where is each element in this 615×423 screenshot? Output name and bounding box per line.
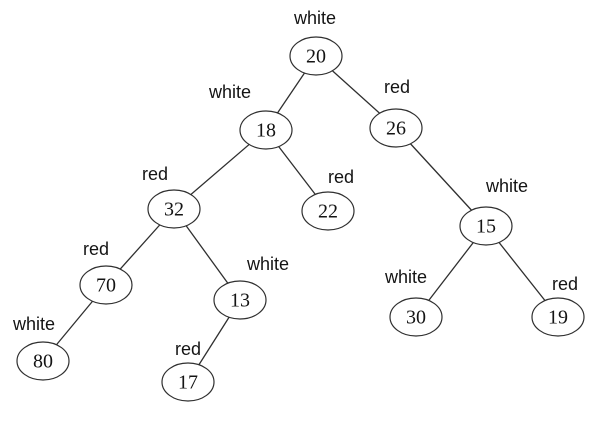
node-color-label-26: red xyxy=(384,77,410,97)
node-ellipse-22 xyxy=(301,191,355,231)
node-value-13: 13 xyxy=(230,290,250,312)
node-value-22: 22 xyxy=(318,201,338,223)
node-ellipse-19 xyxy=(531,297,585,337)
node-ellipse-20 xyxy=(289,36,343,76)
node-value-20: 20 xyxy=(306,46,326,68)
node-color-label-13: white xyxy=(246,254,289,274)
node-value-19: 19 xyxy=(548,307,568,329)
node-color-label-19: red xyxy=(552,274,578,294)
node-color-label-70: red xyxy=(83,239,109,259)
node-ellipse-18 xyxy=(239,110,293,150)
node-color-label-22: red xyxy=(328,167,354,187)
node-value-70: 70 xyxy=(96,275,116,297)
node-ellipse-26 xyxy=(369,108,423,148)
node-ellipse-70 xyxy=(79,265,133,305)
node-ellipse-13 xyxy=(213,280,267,320)
node-ellipse-80 xyxy=(16,341,70,381)
node-value-17: 17 xyxy=(178,372,198,394)
node-ellipse-17 xyxy=(161,362,215,402)
node-color-label-30: white xyxy=(384,267,427,287)
node-value-18: 18 xyxy=(256,120,276,142)
node-ellipse-15 xyxy=(459,206,513,246)
node-color-label-80: white xyxy=(12,314,55,334)
node-value-80: 80 xyxy=(33,351,53,373)
node-color-label-15: white xyxy=(485,176,528,196)
node-ellipse-32 xyxy=(147,189,201,229)
node-ellipse-30 xyxy=(389,297,443,337)
node-color-label-18: white xyxy=(208,82,251,102)
node-value-15: 15 xyxy=(476,216,496,238)
node-color-label-20: white xyxy=(293,8,336,28)
node-value-30: 30 xyxy=(406,307,426,329)
node-value-32: 32 xyxy=(164,199,184,221)
node-color-label-32: red xyxy=(142,164,168,184)
edge-26-15 xyxy=(395,127,487,227)
node-value-26: 26 xyxy=(386,118,406,140)
node-color-label-17: red xyxy=(175,339,201,359)
